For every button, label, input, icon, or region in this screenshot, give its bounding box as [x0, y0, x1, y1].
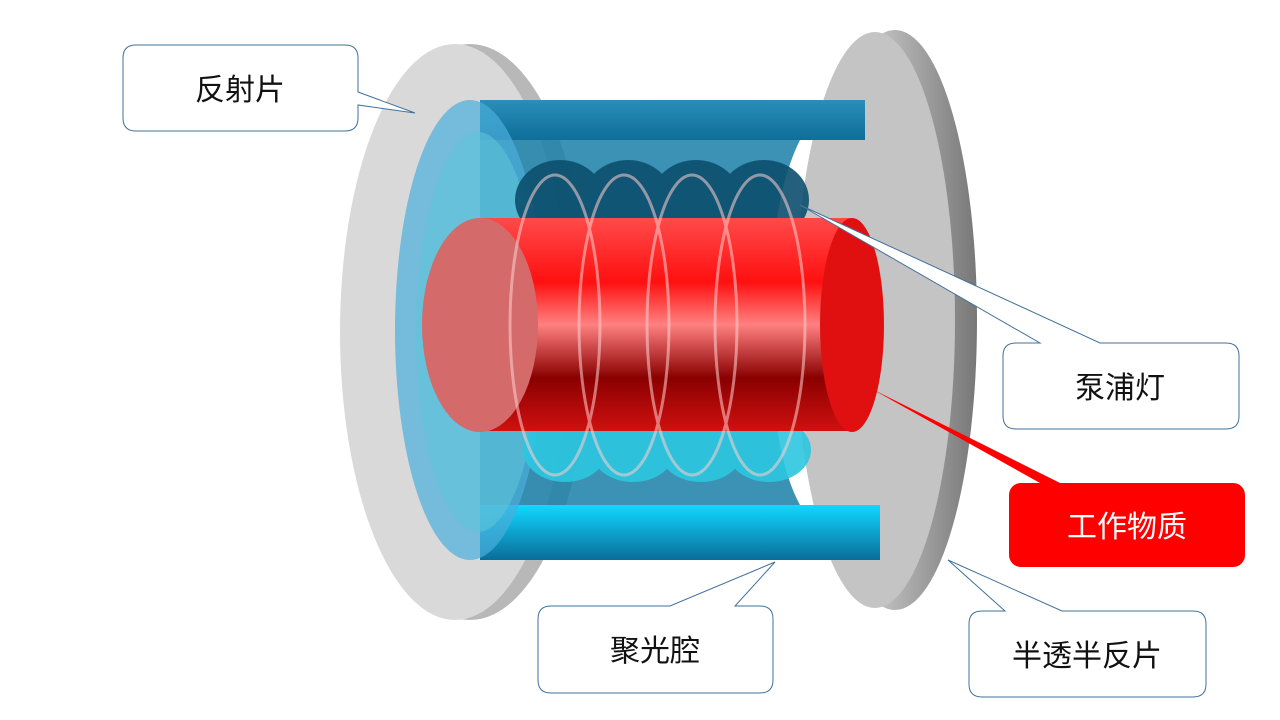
gain-medium-label: 工作物质	[1067, 510, 1187, 545]
pump-cavity-text: 聚光腔	[610, 634, 700, 669]
pump-lamp-label: 泵浦灯	[1075, 371, 1165, 406]
output-coupler-label: 半透半反片	[1012, 639, 1162, 674]
reflector-label: 反射片	[195, 73, 285, 108]
callout-output-coupler: 半透半反片	[947, 559, 1207, 698]
callout-reflector: 反射片	[122, 44, 416, 132]
callout-pump-cavity: 聚光腔	[537, 561, 776, 694]
callout-pump-lamp: 泵浦灯	[799, 204, 1240, 430]
gain-medium-rod	[422, 173, 884, 477]
callout-gain-medium: 工作物质	[870, 388, 1245, 567]
